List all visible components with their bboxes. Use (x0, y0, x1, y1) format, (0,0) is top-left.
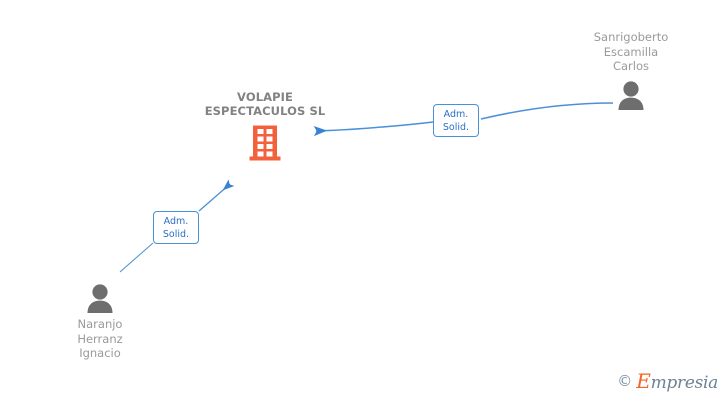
company-node[interactable]: VOLAPIE ESPECTACULOS SL (180, 90, 350, 162)
person-name-label: Naranjo Herranz Ignacio (77, 317, 123, 360)
person-icon-wrapper (25, 283, 175, 313)
edge-line-bottom-left-outer (119, 242, 154, 273)
company-name-label: VOLAPIE ESPECTACULOS SL (204, 90, 326, 118)
copyright-icon: © (617, 372, 633, 390)
person-icon-wrapper (556, 80, 706, 110)
person-name-label: Sanrigoberto Escamilla Carlos (593, 30, 669, 73)
edge-label-line1: Adm. (163, 216, 189, 227)
edge-label-line1: Adm. (443, 109, 469, 120)
brand-initial: E (636, 369, 651, 393)
person-node-naranjo[interactable]: Naranjo Herranz Ignacio (25, 283, 175, 361)
building-icon[interactable] (249, 124, 281, 162)
edge-label-line2: Solid. (162, 229, 190, 240)
person-icon[interactable] (84, 283, 116, 313)
brand-logo-text: Empresia (636, 371, 718, 392)
person-icon[interactable] (615, 80, 647, 110)
edge-label-bottom-left[interactable]: Adm. Solid. (153, 211, 199, 244)
person-node-sanrigoberto[interactable]: Sanrigoberto Escamilla Carlos (556, 30, 706, 110)
company-icon-wrapper (180, 124, 350, 162)
edge-label-line2: Solid. (442, 122, 470, 133)
brand-rest: mpresia (650, 373, 719, 393)
edge-line-bottom-left-inner (198, 179, 235, 212)
edge-label-top-right[interactable]: Adm. Solid. (433, 104, 479, 137)
watermark: © Empresia (617, 371, 718, 392)
